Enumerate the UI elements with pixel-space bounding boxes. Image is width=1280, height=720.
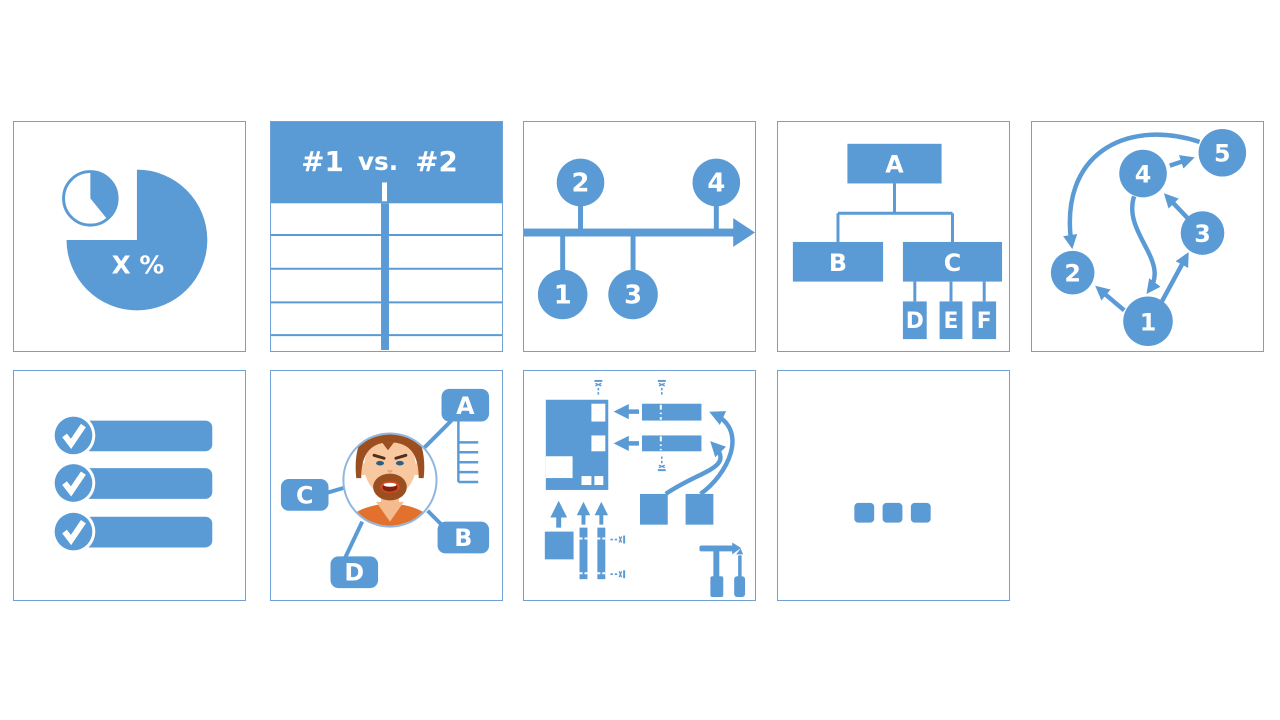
checklist-item — [51, 413, 213, 458]
network-node-3: 3 — [1194, 220, 1211, 248]
milestone-4: 4 — [707, 168, 725, 198]
network-node-5: 5 — [1214, 140, 1231, 168]
org-node-b: B — [829, 249, 847, 277]
network-arrows — [1063, 132, 1201, 313]
tile-timeline[interactable]: 2 4 1 3 — [523, 121, 756, 352]
mind-map-node-d: D — [344, 559, 364, 587]
hammer-icon — [699, 542, 742, 598]
milestone-3: 3 — [624, 280, 642, 310]
header-tick — [382, 182, 387, 202]
milestone-1: 1 — [554, 280, 572, 310]
timeline-graphic: 2 4 1 3 — [524, 158, 755, 320]
org-connectors — [836, 183, 986, 302]
mind-map-graphic: A B C D — [280, 388, 490, 589]
pie-chart-graphic: X % — [62, 169, 208, 311]
timeline-axis — [524, 205, 755, 273]
tile-network-diagram[interactable]: 5 4 3 2 1 — [1031, 121, 1264, 352]
checklist-graphic — [51, 413, 213, 554]
network-node-2: 2 — [1064, 260, 1081, 288]
milestone-circles — [537, 158, 741, 320]
pie-icon — [62, 169, 208, 311]
org-node-a: A — [885, 151, 904, 179]
milestone-2: 2 — [572, 168, 590, 198]
center-divider — [381, 203, 389, 351]
network-node-1: 1 — [1140, 308, 1157, 336]
check-icon — [62, 423, 86, 449]
network-graphic: 5 4 3 2 1 — [1050, 128, 1247, 347]
tile-org-chart[interactable]: A B C D E F — [777, 121, 1010, 352]
tile-assembly-instructions[interactable] — [523, 370, 756, 601]
tile-checklist[interactable] — [13, 370, 246, 601]
checklist-item — [51, 461, 213, 505]
comparison-table-graphic: #1 vs. #2 — [271, 122, 502, 351]
header-col2: #2 — [415, 145, 458, 178]
header-vs: vs. — [358, 147, 398, 176]
mind-map-node-b: B — [454, 524, 472, 552]
more-graphic — [854, 502, 931, 523]
network-node-4: 4 — [1135, 161, 1152, 189]
outline-ladder — [457, 420, 479, 484]
org-node-d: D — [906, 309, 924, 334]
tile-mind-map[interactable]: A B C D — [270, 370, 503, 601]
tile-pie-chart[interactable]: X % — [13, 121, 246, 352]
assembly-graphic — [544, 379, 746, 598]
mind-map-node-c: C — [296, 481, 313, 509]
mind-map-boxes — [280, 388, 490, 589]
screwdriver-icon — [734, 548, 746, 598]
org-chart-graphic: A B C D E F — [792, 143, 1003, 340]
org-node-c: C — [944, 249, 961, 277]
tile-more[interactable] — [777, 370, 1010, 601]
check-icon — [62, 471, 86, 497]
tile-comparison-table[interactable]: #1 vs. #2 — [270, 121, 503, 352]
mind-map-node-a: A — [456, 392, 475, 420]
planks — [544, 403, 714, 580]
checklist-items — [51, 413, 213, 554]
row-lines — [271, 234, 502, 337]
org-node-f: F — [977, 309, 992, 334]
check-icon — [62, 520, 86, 546]
network-nodes — [1050, 128, 1247, 347]
more-ellipsis-icon — [854, 502, 931, 523]
assembly-arrows — [550, 404, 735, 528]
pie-percent-label: X % — [112, 251, 165, 280]
header-col1: #1 — [301, 145, 344, 178]
org-node-e: E — [944, 309, 959, 334]
checklist-item — [51, 509, 213, 554]
org-boxes — [792, 143, 1003, 340]
panel-shape — [545, 399, 609, 490]
